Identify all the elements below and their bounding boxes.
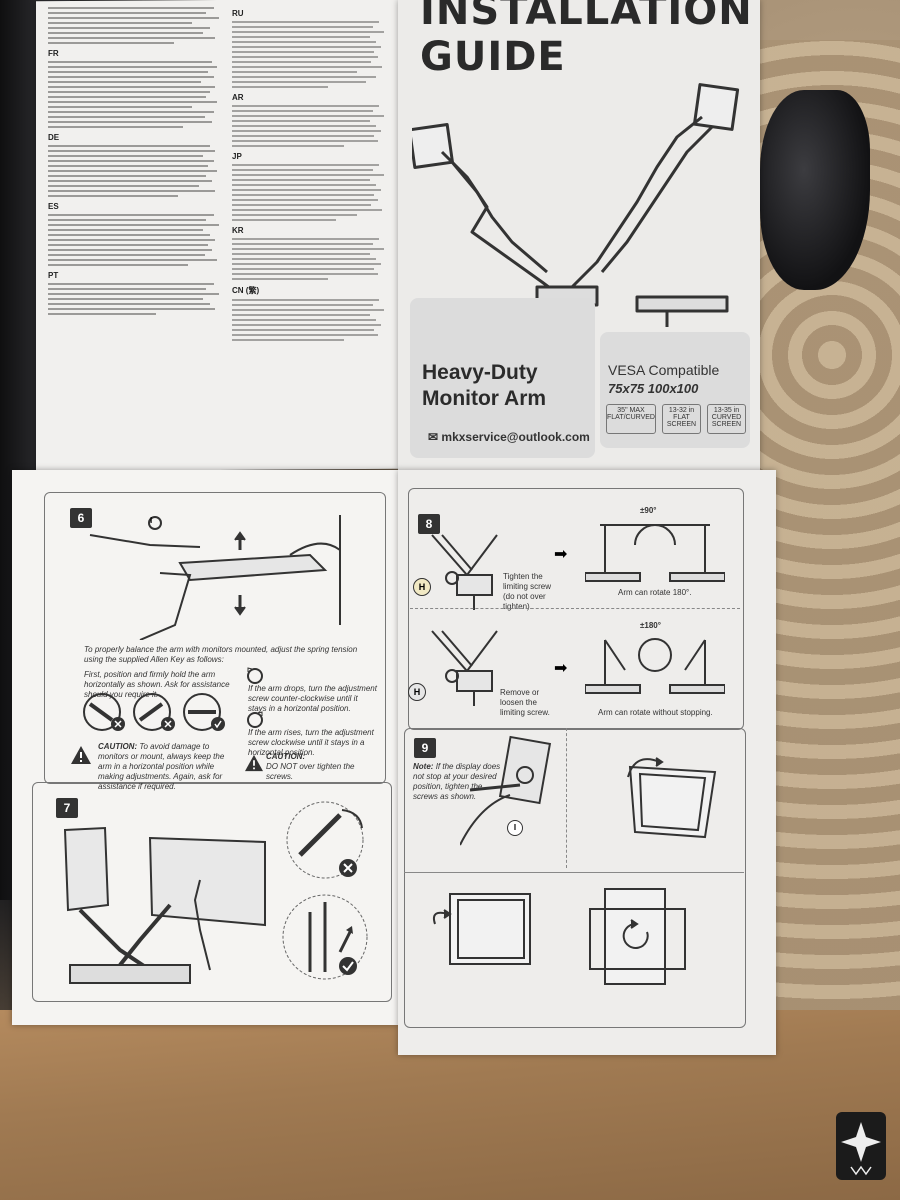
step-6-number: 6: [70, 508, 92, 528]
step-6-caution-2-text: DO NOT over tighten the screws.: [266, 762, 355, 781]
step-9-frame: [404, 728, 746, 1028]
arm-horizontal-icon: [183, 693, 225, 731]
title-line-2: GUIDE: [420, 34, 566, 80]
step-8-rotation-limited-label: ±90°: [640, 506, 657, 515]
lang-code-ru: RU: [232, 9, 244, 18]
support-email: mkxservice@outlook.com: [441, 430, 590, 444]
vesa-panel: [600, 332, 750, 448]
spec-badges: 35" MAX FLAT/CURVED 13-32 in FLAT SCREEN…: [606, 404, 746, 434]
lang-code-ar: AR: [232, 93, 244, 102]
step-8-number: 8: [418, 514, 440, 534]
step-9-divider-horizontal: [404, 872, 744, 873]
step-8-remove-illustration: [431, 630, 498, 706]
step-6-callout: I: [150, 516, 153, 525]
vesa-title: VESA Compatible: [608, 362, 720, 378]
arrow-right-icon: ➡: [554, 546, 568, 563]
lang-code-pt: PT: [48, 271, 59, 280]
step-8-rotation-free-label: ±180°: [640, 621, 661, 630]
spec-badge-curved: 13-35 in CURVED SCREEN: [706, 404, 746, 434]
dual-monitor-arm-illustration: [412, 83, 740, 327]
step-8-tighten-text: Tighten the limiting screw (do not over …: [503, 572, 552, 611]
lang-code-cn: CN (繁): [232, 286, 260, 295]
multilingual-text-right: RU AR JP KR CN (繁): [232, 4, 392, 464]
step-7-illustration: [63, 826, 266, 984]
step-9-divider-vertical: [566, 728, 567, 868]
step-7-number: 7: [56, 798, 78, 818]
lang-code-kr: KR: [232, 226, 244, 235]
step-6-position-icons: [82, 692, 226, 732]
step-8-callout-1: H: [413, 578, 431, 596]
step-8-rotation-free-illustration: [585, 638, 725, 694]
step-7-wrong-detail: [286, 801, 364, 879]
step-6-frame: [44, 492, 386, 784]
product-name: Heavy-Duty Monitor Arm: [422, 360, 546, 412]
title-line-1: INSTALLATION: [420, 0, 753, 34]
envelope-icon: ✉: [428, 430, 439, 444]
product-name-line-2: Monitor Arm: [422, 387, 547, 410]
screw-cw-icon: [245, 710, 265, 730]
step-6-caution-text: To avoid damage to monitors or mount, al…: [98, 742, 225, 791]
step-8-remove-text: Remove or loosen the limiting screw.: [500, 688, 550, 717]
step-6-hold-text: First, position and firmly hold the arm …: [84, 670, 230, 699]
step-6-drops-text: If the arm drops, turn the adjustment sc…: [248, 684, 377, 713]
step-6-caution-2: CAUTION: DO NOT over tighten the screws.: [266, 752, 376, 782]
step-9-screw-illustration: [460, 735, 552, 846]
step-9-number: 9: [414, 738, 436, 758]
lang-code-es: ES: [48, 202, 59, 211]
step-9-note-text: If the display does not stop at your des…: [413, 762, 501, 801]
multilingual-text-left: FR DE ES PT: [48, 4, 228, 464]
support-email-row: ✉ mkxservice@outlook.com: [428, 430, 590, 444]
arrow-right-icon-2: ➡: [554, 660, 568, 677]
step-8-rotation-free-caption: Arm can rotate without stopping.: [598, 708, 713, 717]
step-6-caution-2-title: CAUTION:: [266, 752, 306, 761]
caution-icon-2: [244, 754, 264, 772]
step-8-frame: [408, 488, 744, 730]
spec-badge-flat: 13-32 in FLAT SCREEN: [661, 404, 701, 434]
step-8-rotation-limited-caption: Arm can rotate 180°.: [618, 588, 692, 597]
step-6-caution: CAUTION: To avoid damage to monitors or …: [98, 742, 238, 792]
step-9-callout: I: [507, 820, 523, 836]
step-9-tilt-illustration: [627, 757, 717, 839]
arm-tilted-up-icon: [133, 693, 175, 731]
lang-code-fr: FR: [48, 49, 59, 58]
guide-title: INSTALLATION GUIDE: [420, 0, 753, 80]
screw-ccw-icon: [245, 666, 265, 686]
spec-badge-max-size: 35" MAX FLAT/CURVED: [606, 404, 656, 434]
step-8-callout-2: H: [408, 683, 426, 701]
step-6-instructions: To properly balance the arm with monitor…: [84, 645, 358, 664]
black-bag-right: [760, 90, 870, 290]
step-9-note-title: Note:: [413, 762, 434, 771]
vesa-sizes: 75x75 100x100: [608, 381, 699, 396]
step-8-rotation-limited-illustration: [585, 524, 725, 582]
step-7-frame: [32, 782, 392, 1002]
lang-code-jp: JP: [232, 152, 242, 161]
step-9-rotate-illustration: [589, 888, 686, 985]
product-name-panel: [410, 298, 595, 458]
step-9-note: Note: If the display does not stop at yo…: [413, 762, 503, 802]
product-name-line-1: Heavy-Duty: [422, 361, 538, 384]
step-8-tighten-illustration: [431, 534, 498, 610]
watermark-logo: [836, 1112, 886, 1180]
step-6-rises-text: If the arm rises, turn the adjustment sc…: [248, 728, 374, 757]
step-6-caution-title: CAUTION:: [98, 742, 138, 751]
caution-icon: [70, 745, 92, 765]
arm-tilted-down-icon: [83, 693, 125, 731]
step-9-swivel-illustration: [432, 893, 531, 965]
step-6-illustration: [89, 515, 341, 640]
step-8-divider: [410, 608, 740, 609]
lang-code-de: DE: [48, 133, 60, 142]
step-7-correct-detail: [282, 894, 368, 980]
